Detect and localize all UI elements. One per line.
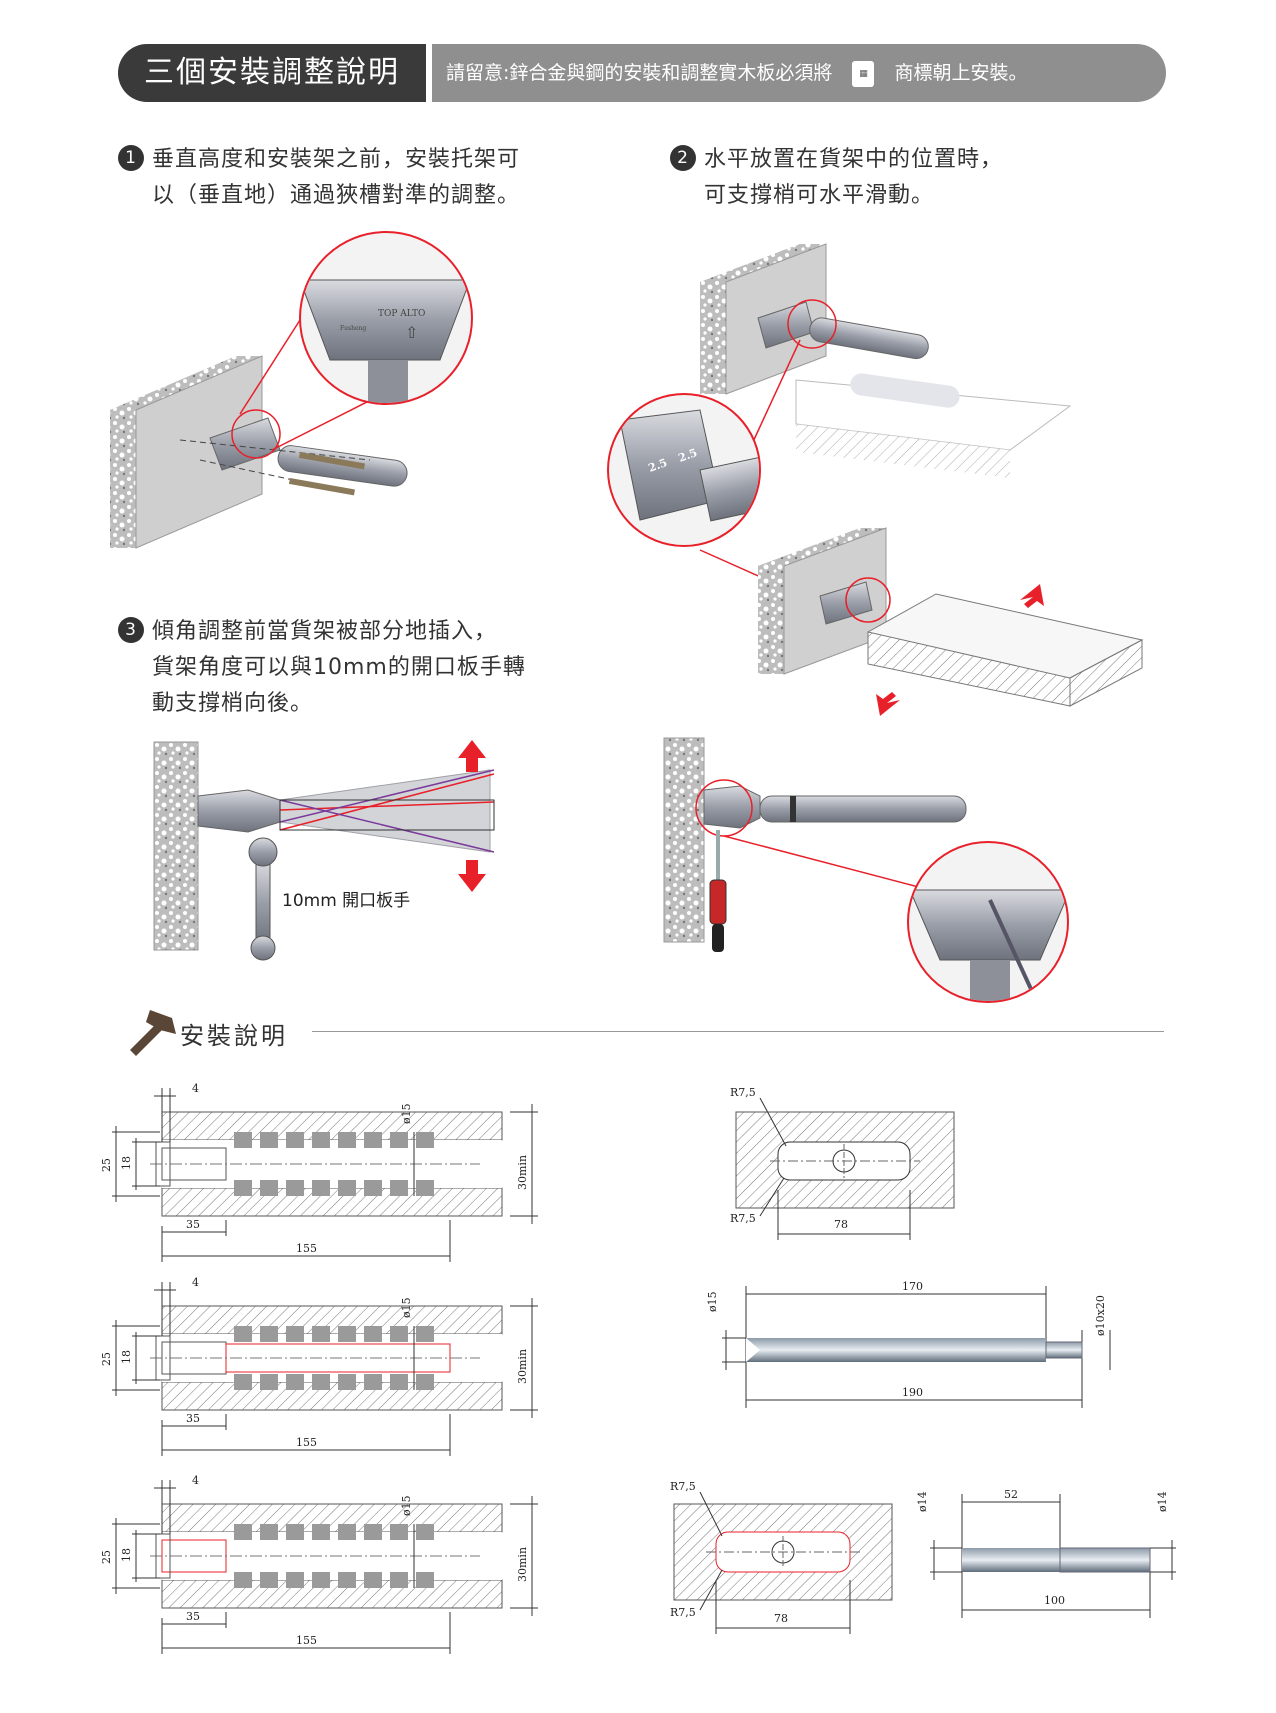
step-line: 動支撐梢向後。 <box>152 691 314 716</box>
step-3: 3 傾角調整前當貨架被部分地插入， 貨架角度可以與10mm的開口板手轉 動支撐梢向… <box>118 614 526 722</box>
slot-top-r-top: R7,5 <box>730 1086 756 1099</box>
dim-label: 4 <box>192 1276 199 1289</box>
slot-top-r-bottom: R7,5 <box>730 1212 756 1225</box>
dim-label: 4 <box>192 1474 199 1487</box>
svg-text:⇧: ⇧ <box>405 323 418 342</box>
dim-label: 155 <box>296 1242 317 1255</box>
notice-suffix: 商標朝上安裝。 <box>894 62 1028 84</box>
drill-short-l1: 52 <box>1004 1488 1018 1501</box>
logo-small-label: Fusheng <box>340 325 366 332</box>
dim-label: ø15 <box>400 1297 413 1318</box>
dim-label: 25 <box>100 1352 113 1366</box>
drill-long-dia: ø15 <box>706 1291 719 1312</box>
notice-prefix: 請留意:鋅合金與鋼的安裝和調整實木板必須將 <box>446 62 833 84</box>
drill-short-dia-right: ø14 <box>1156 1491 1169 1512</box>
step-line: 以（垂直地）通過狹槽對準的調整。 <box>152 183 521 208</box>
adjust-label-a: 2.5 <box>647 456 669 475</box>
left-drawings: 4 ø15 25 18 30min 35 155 4 ø15 25 18 30min 35 155 4 ø15… <box>100 1082 538 1654</box>
wrench-label: 10mm 開口板手 <box>282 891 410 911</box>
slot-bottom-drawing: R7,5 R7,5 78 <box>670 1480 893 1634</box>
section-title: 安裝說明 <box>180 1022 288 1050</box>
page-title: 三個安裝調整說明 <box>118 44 426 102</box>
screwdriver-illustration <box>663 737 1069 1003</box>
step-line: 可支撐梢可水平滑動。 <box>704 183 935 208</box>
short-drill-drawing: 52 100 ø14 ø14 <box>916 1488 1176 1618</box>
dim-label: ø15 <box>400 1103 413 1124</box>
dim-label: 18 <box>120 1350 133 1364</box>
long-drill-drawing: 170 190 ø15 ø10x20 <box>706 1280 1111 1408</box>
slot-top-drawing: R7,5 R7,5 78 <box>730 1086 955 1240</box>
step-number: 1 <box>118 145 144 171</box>
dim-label: 25 <box>100 1158 113 1172</box>
dim-label: 30min <box>516 1349 529 1384</box>
step-number: 2 <box>670 145 696 171</box>
dim-label: 30min <box>516 1547 529 1582</box>
dim-label: 35 <box>186 1610 200 1623</box>
dim-label: 18 <box>120 1156 133 1170</box>
dim-label: 4 <box>192 1082 199 1095</box>
dim-label: 30min <box>516 1155 529 1190</box>
hammer-icon <box>130 1010 176 1056</box>
drill-long-l1: 170 <box>902 1280 923 1293</box>
step-line: 貨架角度可以與10mm的開口板手轉 <box>152 655 526 680</box>
dim-label: 35 <box>186 1218 200 1231</box>
dim-label: 18 <box>120 1548 133 1562</box>
slot-bottom-length: 78 <box>774 1612 788 1625</box>
left-drawing-row: 4 ø15 25 18 30min 35 155 <box>100 1474 538 1654</box>
notice-banner: 請留意:鋅合金與鋼的安裝和調整實木板必須將 ▦ 商標朝上安裝。 <box>432 44 1166 102</box>
step-line: 傾角調整前當貨架被部分地插入， <box>152 619 498 644</box>
drill-short-l2: 100 <box>1044 1594 1065 1607</box>
step-line: 垂直高度和安裝架之前，安裝托架可 <box>152 147 521 172</box>
drill-short-dia-left: ø14 <box>916 1491 929 1512</box>
top-alto-label: TOP ALTO <box>378 309 425 319</box>
step-1: 1 垂直高度和安裝架之前，安裝托架可 以（垂直地）通過狹槽對準的調整。 <box>118 142 520 214</box>
dim-label: 155 <box>296 1436 317 1449</box>
step1-illustration: TOP ALTO Fusheng ⇧ <box>110 231 473 549</box>
dim-label: 155 <box>296 1634 317 1647</box>
slot-top-length: 78 <box>834 1218 848 1231</box>
section-divider <box>312 1031 1164 1032</box>
adjust-label-b: 2.5 <box>677 446 699 465</box>
step-number: 3 <box>118 617 144 643</box>
left-drawing-row: 4 ø15 25 18 30min 35 155 <box>100 1082 538 1262</box>
step3-illustration: 10mm 開口板手 <box>153 740 495 961</box>
slot-bottom-r-top: R7,5 <box>670 1480 696 1493</box>
step-2: 2 水平放置在貨架中的位置時， 可支撐梢可水平滑動。 <box>670 142 1003 214</box>
dim-label: 25 <box>100 1550 113 1564</box>
slot-bottom-r-bottom: R7,5 <box>670 1606 696 1619</box>
dim-label: ø15 <box>400 1495 413 1516</box>
step2-illustration: 2.5 2.5 <box>607 243 1144 716</box>
left-drawing-row: 4 ø15 25 18 30min 35 155 <box>100 1276 538 1456</box>
drill-long-l2: 190 <box>902 1386 923 1399</box>
drill-long-shank: ø10x20 <box>1094 1295 1107 1336</box>
step-line: 水平放置在貨架中的位置時， <box>704 147 1004 172</box>
dim-label: 35 <box>186 1412 200 1425</box>
brand-logo-icon: ▦ <box>852 60 875 87</box>
